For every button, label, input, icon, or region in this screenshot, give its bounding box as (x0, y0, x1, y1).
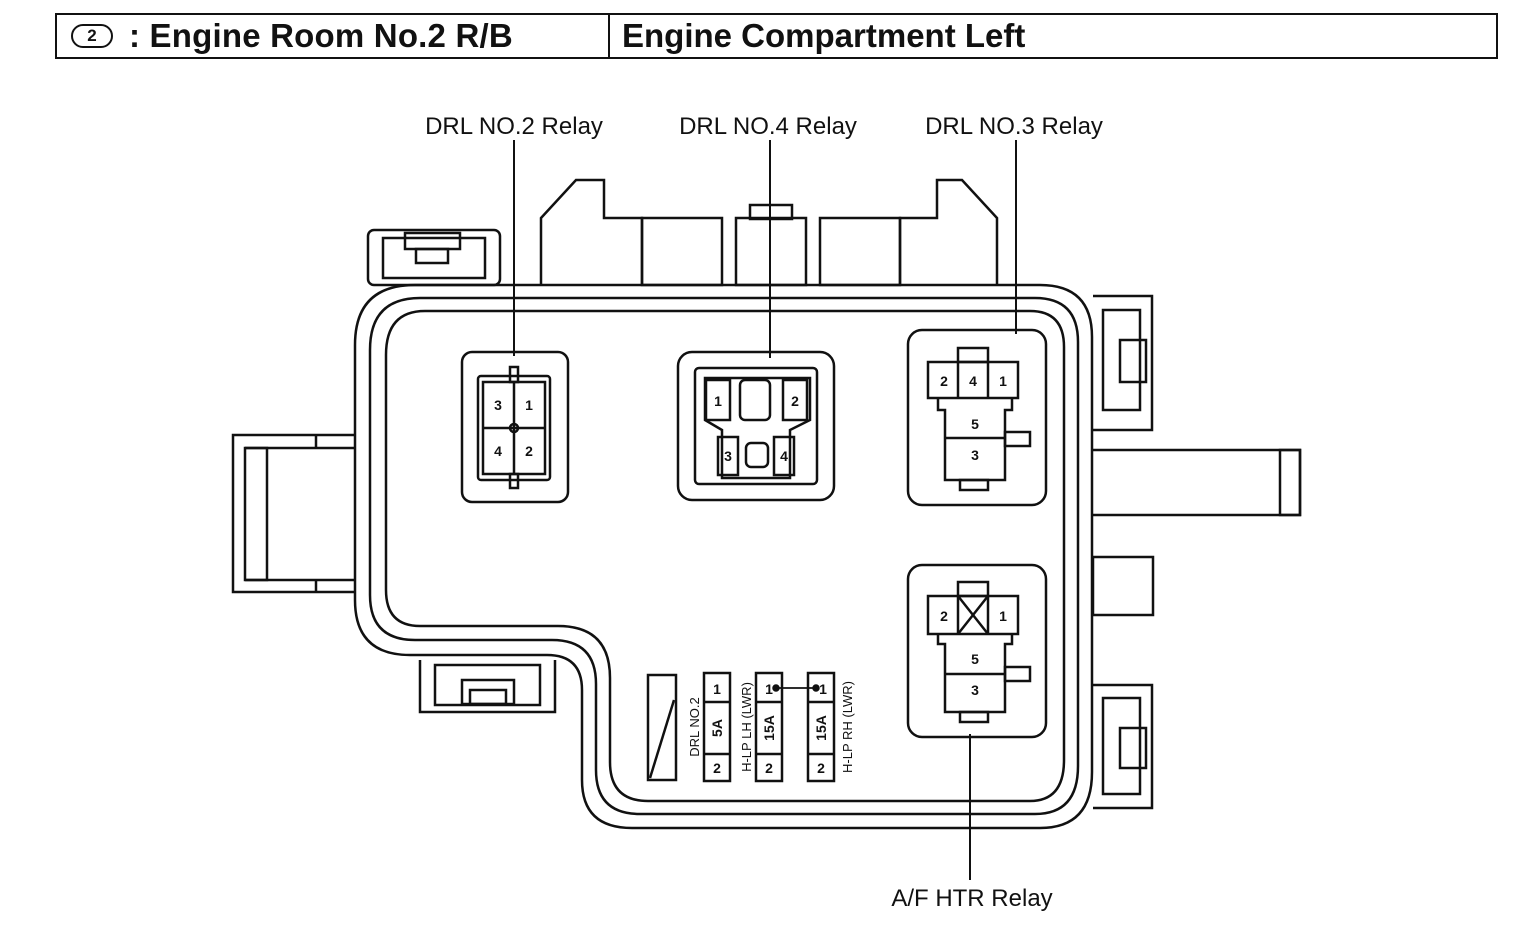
fuse-hlp-rh-pin-bottom: 2 (817, 760, 825, 776)
drl-no2-relay-label: DRL NO.2 Relay (425, 113, 603, 140)
location-label: Engine Compartment Left (622, 17, 1026, 54)
fuse-hlp-rh: 1 15A 2 (806, 671, 836, 783)
afhtr-pin-5: 5 (971, 651, 979, 667)
fuse-drl2-pin-bottom: 2 (713, 760, 721, 776)
spare-fuse-slot (646, 673, 678, 782)
drl4-pin-4: 4 (780, 448, 788, 464)
fuse-hlp-rh-pin-top: 1 (819, 681, 827, 697)
drl2-pin-2: 2 (525, 443, 533, 459)
page-title: : Engine Room No.2 R/B (129, 17, 513, 54)
left-bracket (231, 433, 355, 594)
fuse-jumper-link (772, 684, 820, 692)
fuse-drl2-name: DRL NO.2 (687, 697, 702, 756)
drl2-pin-3: 3 (494, 397, 502, 413)
fuse-drl2-pin-top: 1 (713, 681, 721, 697)
drl-no3-relay: 2 4 1 5 3 (906, 328, 1048, 507)
drl2-pin-1: 1 (525, 397, 533, 413)
fuse-hlp-lh-rating: 15A (761, 715, 777, 741)
drl2-pin-4: 4 (494, 443, 502, 459)
fuse-hlp-lh-pin-bottom: 2 (765, 760, 773, 776)
af-htr-relay: 2 1 5 3 (906, 563, 1048, 739)
drl-no3-relay-label: DRL NO.3 Relay (925, 113, 1103, 140)
fuse-hlp-rh-rating: 15A (813, 715, 829, 741)
af-htr-relay-label: A/F HTR Relay (891, 885, 1052, 912)
leader-lines (513, 140, 1017, 880)
fuse-hlp-rh-name: H-LP RH (LWR) (840, 681, 855, 773)
afhtr-pin-1: 1 (999, 608, 1007, 624)
drl-no2-relay: 3 1 4 2 (460, 350, 570, 504)
fuse-drl2-rating: 5A (709, 719, 725, 737)
drl3-pin-5: 5 (971, 416, 979, 432)
afhtr-pin-2: 2 (940, 608, 948, 624)
drl3-pin-2: 2 (940, 373, 948, 389)
drl3-pin-4: 4 (969, 373, 977, 389)
drl4-pin-2: 2 (791, 393, 799, 409)
fuse-hlp-lh: 1 15A 2 (754, 671, 784, 783)
connector-number-badge: 2 (71, 24, 113, 48)
drl-no4-relay-label: DRL NO.4 Relay (679, 113, 857, 140)
header-bar: 2 : Engine Room No.2 R/B Engine Compartm… (55, 13, 1498, 59)
relay-block-body (353, 283, 1094, 830)
drl3-pin-1: 1 (999, 373, 1007, 389)
fuse-drl-no2: 1 5A 2 (702, 671, 732, 783)
header-left-cell: 2 : Engine Room No.2 R/B (57, 15, 610, 57)
drl4-pin-3: 3 (724, 448, 732, 464)
drl-no4-relay: 1 2 3 4 (676, 350, 836, 502)
top-tabs (366, 178, 999, 287)
afhtr-pin-3: 3 (971, 682, 979, 698)
right-clips (1091, 294, 1302, 810)
drl4-pin-1: 1 (714, 393, 722, 409)
fuse-hlp-lh-name: H-LP LH (LWR) (739, 682, 754, 772)
fuse-hlp-lh-pin-top: 1 (765, 681, 773, 697)
bottom-clip (418, 660, 557, 714)
drl3-pin-3: 3 (971, 447, 979, 463)
